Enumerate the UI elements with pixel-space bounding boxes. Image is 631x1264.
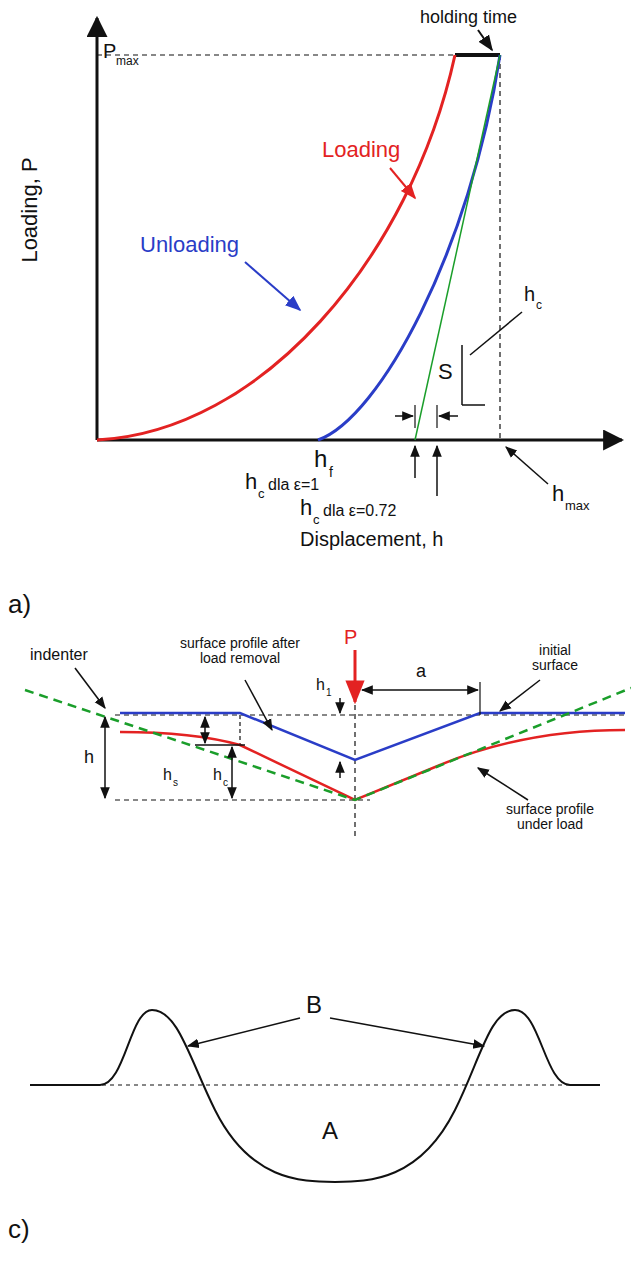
curve-label: Unloading [140, 233, 239, 257]
depth-symbol: h [524, 283, 535, 305]
region-label: A [322, 1118, 338, 1144]
subscript: max [565, 499, 590, 513]
axis-title: Displacement, h [300, 528, 443, 550]
annotation: surface profile after load removal [170, 636, 310, 667]
load-displacement-chart [97, 18, 622, 496]
annotation: initial surface [520, 643, 590, 674]
depth-symbol: h [314, 446, 327, 472]
subscript: c [223, 777, 228, 788]
pile-up-profile [30, 1010, 600, 1182]
axis-symbol: P [103, 40, 116, 62]
annotation: dla ε=0.72 [323, 502, 396, 520]
annotation: holding time [420, 8, 517, 28]
depth-symbol: h [245, 470, 257, 494]
subscript: c [536, 299, 542, 312]
annotation: surface profile under load [500, 802, 600, 833]
depth-symbol: h [84, 748, 94, 768]
dimension-label: a [416, 662, 426, 682]
force-symbol: P [344, 626, 357, 648]
subscript: max [116, 55, 139, 68]
subscript: 1 [326, 687, 332, 698]
depth-symbol: h [316, 676, 325, 694]
annotation: dla ε=1 [268, 476, 319, 494]
curve-label: Loading [322, 138, 400, 162]
indentation-profile [25, 650, 631, 840]
depth-symbol: h [300, 496, 312, 520]
axis-title: Loading, P [18, 157, 42, 262]
subscript: c [258, 487, 265, 501]
subscript: c [313, 513, 320, 527]
subscript: s [173, 777, 178, 788]
stiffness-symbol: S [438, 360, 453, 384]
panel-label: c) [8, 1215, 30, 1244]
depth-symbol: h [163, 766, 172, 784]
depth-symbol: h [552, 482, 564, 506]
region-label: B [306, 992, 322, 1018]
depth-symbol: h [213, 766, 222, 784]
subscript: f [329, 465, 333, 480]
panel-label: a) [8, 590, 31, 619]
annotation: indenter [30, 646, 88, 664]
